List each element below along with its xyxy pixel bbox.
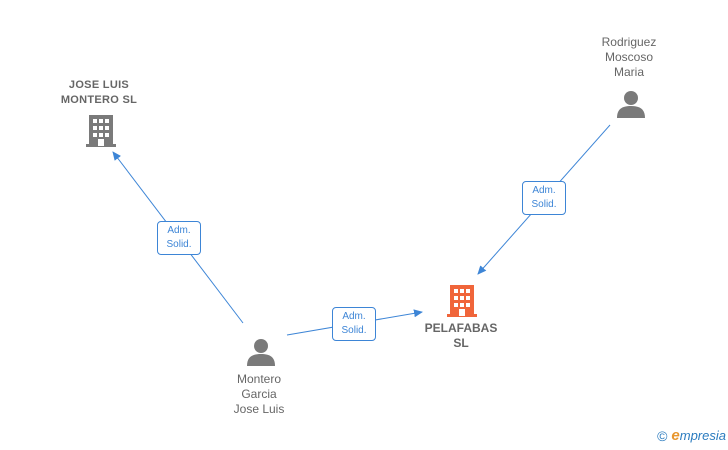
node-label-line: JOSE LUIS: [68, 79, 130, 91]
node-pelafabas-sl-label[interactable]: PELAFABAS SL: [405, 321, 517, 351]
node-label-line: PELAFABAS: [424, 321, 498, 335]
person-icon[interactable]: [246, 337, 276, 367]
node-label-line: Montero: [236, 372, 282, 386]
brand-logo-text: mpresia: [679, 428, 726, 443]
node-label-line: MONTERO SL: [60, 94, 138, 106]
building-icon[interactable]: [85, 114, 117, 148]
node-label-line: SL: [453, 336, 469, 350]
edge-label-adm-solid[interactable]: Adm. Solid.: [332, 307, 376, 341]
node-label-line: Garcia: [241, 387, 277, 401]
node-label-line: Moscoso: [604, 50, 654, 64]
edge-label-line: Solid.: [531, 199, 557, 210]
building-icon-highlighted[interactable]: [446, 284, 478, 318]
node-label-line: Jose Luis: [233, 402, 285, 416]
node-rodriguez-moscoso-maria-label[interactable]: Rodriguez Moscoso Maria: [578, 35, 680, 80]
node-montero-garcia-jose-luis-label[interactable]: Montero Garcia Jose Luis: [208, 372, 310, 417]
brand-logo-e: e: [671, 427, 680, 444]
node-label-line: Rodriguez: [601, 35, 657, 49]
edge-label-line: Solid.: [166, 239, 192, 250]
person-icon[interactable]: [616, 89, 646, 119]
edge-label-adm-solid[interactable]: Adm. Solid.: [522, 181, 566, 215]
node-label-line: Maria: [613, 65, 644, 79]
copyright-symbol: ©: [657, 427, 668, 444]
edge-label-adm-solid[interactable]: Adm. Solid.: [157, 221, 201, 255]
edge-label-line: Adm.: [167, 225, 191, 236]
node-jose-luis-montero-sl-label[interactable]: JOSE LUIS MONTERO SL: [40, 78, 158, 108]
edge-label-line: Adm.: [342, 311, 366, 322]
edge-label-line: Solid.: [341, 325, 367, 336]
edge-label-line: Adm.: [532, 185, 556, 196]
